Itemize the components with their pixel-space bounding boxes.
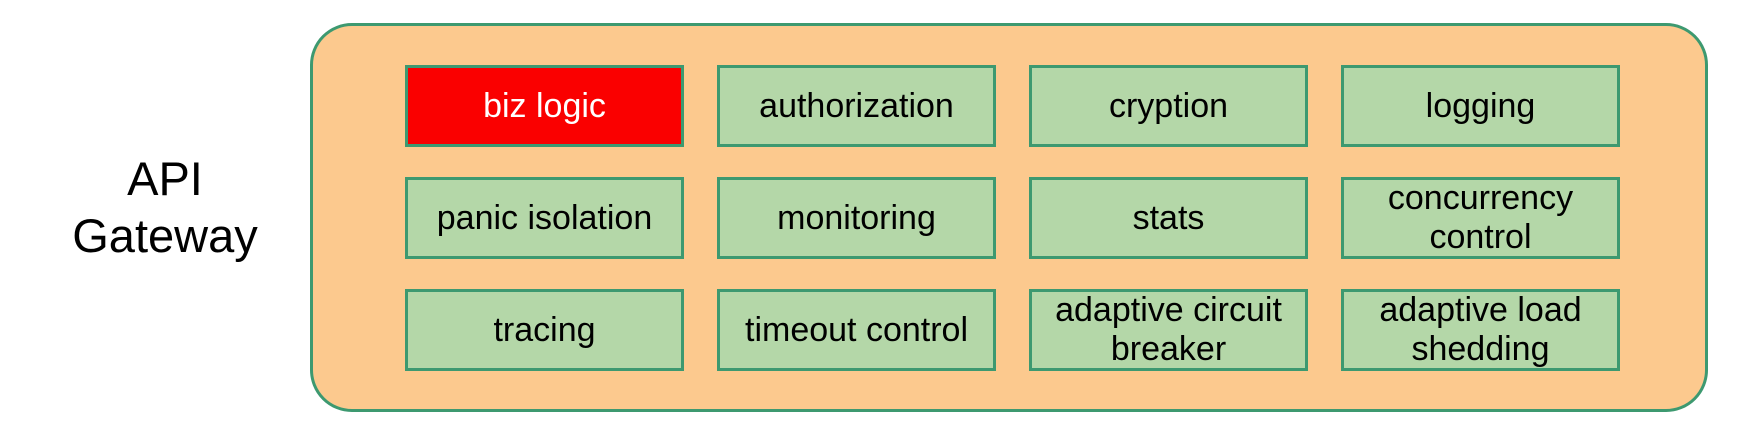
capability-label: cryption bbox=[1108, 86, 1229, 125]
capability-label: adaptive load shedding bbox=[1379, 291, 1582, 368]
capability-grid: biz logic authorization cryption logging… bbox=[405, 65, 1621, 371]
capability-box-biz-logic[interactable]: biz logic bbox=[405, 65, 684, 147]
capability-label: stats bbox=[1132, 198, 1205, 237]
capability-label: adaptive circuit breaker bbox=[1055, 291, 1282, 368]
capability-label: concurrency control bbox=[1387, 179, 1574, 256]
capability-box-timeout-control[interactable]: timeout control bbox=[717, 289, 996, 371]
capability-label: authorization bbox=[759, 86, 954, 125]
capability-label: timeout control bbox=[745, 310, 968, 349]
capability-box-adaptive-circuit-breaker[interactable]: adaptive circuit breaker bbox=[1029, 289, 1308, 371]
api-gateway-container: biz logic authorization cryption logging… bbox=[310, 23, 1708, 412]
capability-box-monitoring[interactable]: monitoring bbox=[717, 177, 996, 259]
capability-box-concurrency-control[interactable]: concurrency control bbox=[1341, 177, 1620, 259]
capability-box-stats[interactable]: stats bbox=[1029, 177, 1308, 259]
capability-box-authorization[interactable]: authorization bbox=[717, 65, 996, 147]
capability-box-logging[interactable]: logging bbox=[1341, 65, 1620, 147]
capability-box-cryption[interactable]: cryption bbox=[1029, 65, 1308, 147]
capability-label: tracing bbox=[493, 310, 596, 349]
capability-box-adaptive-load-shedding[interactable]: adaptive load shedding bbox=[1341, 289, 1620, 371]
capability-label: monitoring bbox=[777, 198, 936, 237]
capability-box-tracing[interactable]: tracing bbox=[405, 289, 684, 371]
api-gateway-label: API Gateway bbox=[72, 152, 258, 263]
capability-label: logging bbox=[1425, 86, 1536, 125]
capability-label: biz logic bbox=[483, 86, 606, 125]
capability-label: panic isolation bbox=[436, 198, 653, 237]
capability-box-panic-isolation[interactable]: panic isolation bbox=[405, 177, 684, 259]
